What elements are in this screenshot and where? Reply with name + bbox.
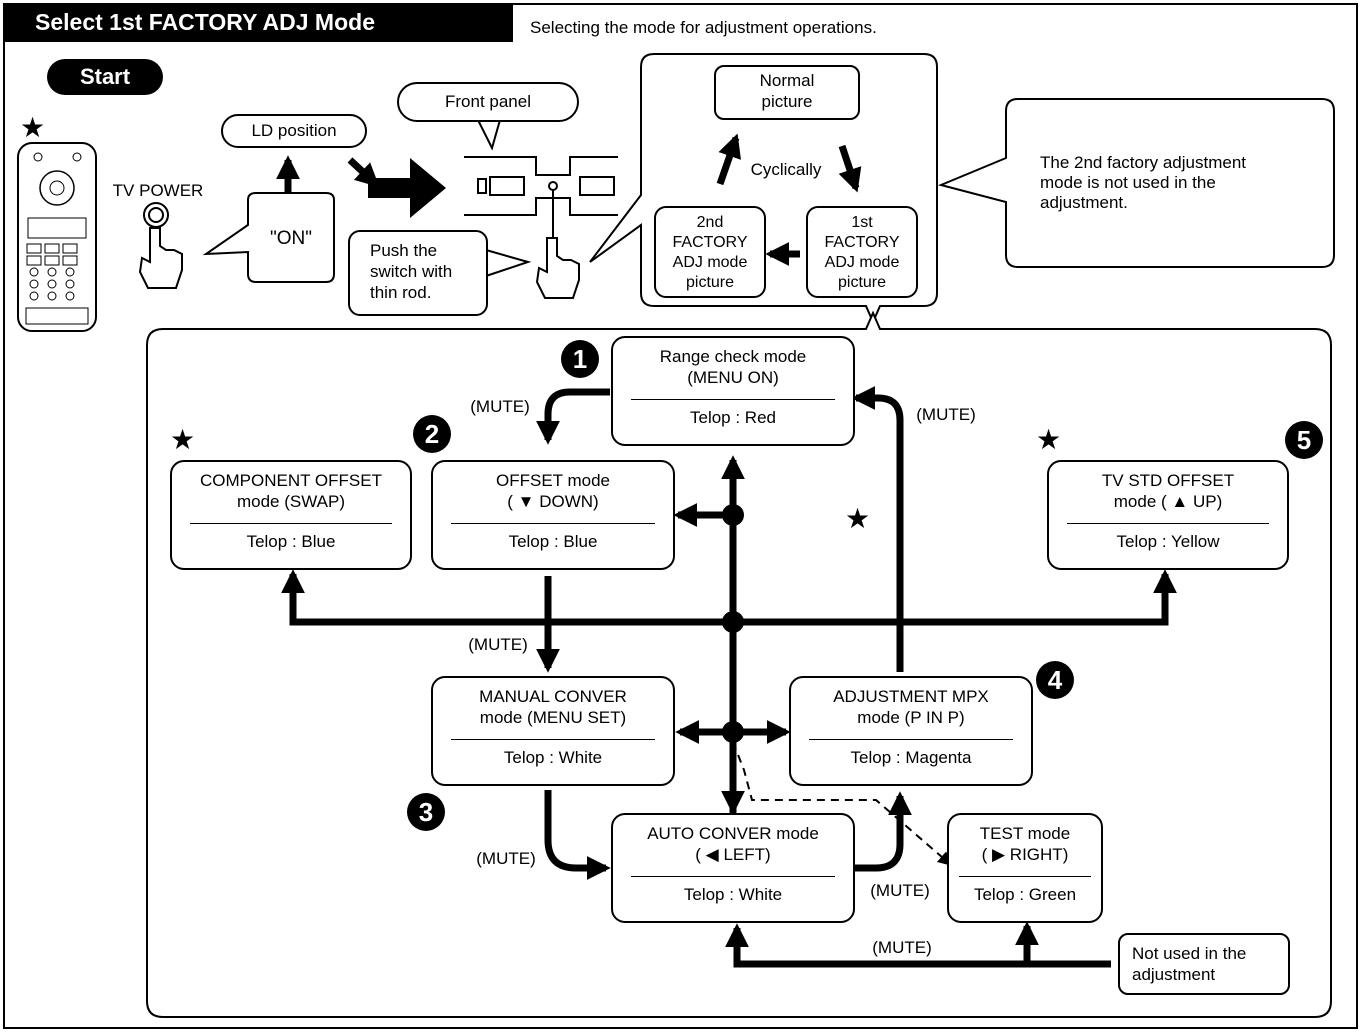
mode-name: TV STD OFFSET xyxy=(1101,471,1235,490)
divider xyxy=(809,739,1013,740)
star-icon: ★ xyxy=(1036,424,1062,455)
test-mode-box: TEST mode ( ▶ RIGHT) Telop : Green xyxy=(947,813,1103,923)
remote-control-icon xyxy=(17,142,97,332)
factory-1st-line: FACTORY xyxy=(824,234,900,251)
telop-label: Telop : Magenta xyxy=(850,748,972,767)
start-badge: Start xyxy=(47,59,163,95)
ld-position-label-box: LD position xyxy=(221,114,367,148)
telop-label: Telop : Yellow xyxy=(1116,532,1220,551)
on-label: "ON" xyxy=(270,228,312,249)
factory-1st-line: 1st xyxy=(851,214,873,231)
step-number-5: 5 xyxy=(1285,421,1323,459)
mode-key: ( ▼ DOWN) xyxy=(507,492,599,511)
diagram-frame xyxy=(3,3,1358,1029)
tv-power-label: TV POWER xyxy=(112,181,204,200)
not-used-note: Not used in the adjustment xyxy=(1118,933,1290,995)
normal-picture-line: Normal xyxy=(759,71,815,90)
mode-key: mode (P IN P) xyxy=(857,708,965,727)
normal-picture-line: picture xyxy=(761,92,813,111)
mode-name: AUTO CONVER mode xyxy=(647,824,819,843)
step-number-3: 3 xyxy=(407,793,445,831)
front-panel-diagram xyxy=(464,156,618,238)
mode-key: mode (SWAP) xyxy=(236,492,345,511)
tv-std-offset-mode-box: TV STD OFFSET mode ( ▲ UP) Telop : Yello… xyxy=(1047,460,1289,570)
mode-key: ( ▶ RIGHT) xyxy=(981,845,1069,864)
note-2nd-factory: The 2nd factory adjustment mode is not u… xyxy=(1040,153,1320,213)
page-subtitle: Selecting the mode for adjustment operat… xyxy=(530,18,877,37)
mute-label: (MUTE) xyxy=(916,405,976,424)
page-title: Select 1st FACTORY ADJ Mode xyxy=(3,3,513,42)
mode-name: TEST mode xyxy=(979,824,1071,843)
divider xyxy=(451,523,655,524)
factory-2nd-line: picture xyxy=(685,274,735,291)
mode-key: mode (MENU SET) xyxy=(479,708,627,727)
normal-picture-box: Normal picture xyxy=(714,65,860,120)
push-switch-line: switch with xyxy=(370,262,453,281)
divider xyxy=(631,876,835,877)
telop-label: Telop : White xyxy=(683,885,783,904)
divider xyxy=(190,523,392,524)
step-number-1: 1 xyxy=(561,340,599,378)
front-panel-label-box: Front panel xyxy=(397,82,579,122)
adjustment-mpx-mode-box: ADJUSTMENT MPX mode (P IN P) Telop : Mag… xyxy=(789,676,1033,786)
telop-label: Telop : Blue xyxy=(508,532,598,551)
mute-label: (MUTE) xyxy=(870,881,930,900)
front-panel-label: Front panel xyxy=(445,92,531,111)
note-line: adjustment. xyxy=(1040,193,1128,212)
mode-name: COMPONENT OFFSET xyxy=(200,471,382,490)
divider xyxy=(1067,523,1269,524)
telop-label: Telop : Red xyxy=(690,408,776,427)
divider xyxy=(451,739,655,740)
ld-position-label: LD position xyxy=(251,121,337,140)
hand-icon xyxy=(138,227,183,289)
auto-conver-mode-box: AUTO CONVER mode ( ◀ LEFT) Telop : White xyxy=(611,813,855,923)
mode-key: (MENU ON) xyxy=(687,368,779,387)
factory-1st-line: ADJ mode xyxy=(824,254,900,271)
mode-name: OFFSET mode xyxy=(496,471,610,490)
step-number-2: 2 xyxy=(413,415,451,453)
factory-1st-line: picture xyxy=(837,274,887,291)
mode-name: MANUAL CONVER xyxy=(479,687,627,706)
note-bubble-shape xyxy=(937,98,1335,268)
factory-2nd-line: 2nd xyxy=(696,214,724,231)
power-button-icon xyxy=(143,202,169,228)
mute-label: (MUTE) xyxy=(470,397,530,416)
factory-2nd-line: FACTORY xyxy=(672,234,748,251)
cyclically-label: Cyclically xyxy=(750,160,822,179)
telop-label: Telop : White xyxy=(503,748,603,767)
divider xyxy=(959,876,1091,877)
note-line: mode is not used in the xyxy=(1040,173,1216,192)
offset-mode-box: OFFSET mode ( ▼ DOWN) Telop : Blue xyxy=(431,460,675,570)
star-icon: ★ xyxy=(170,424,196,455)
telop-label: Telop : Green xyxy=(973,885,1077,904)
mute-label: (MUTE) xyxy=(476,849,536,868)
factory-2nd-box: 2nd FACTORY ADJ mode picture xyxy=(654,206,766,298)
star-icon: ★ xyxy=(845,503,871,534)
mode-name: ADJUSTMENT MPX xyxy=(833,687,989,706)
push-switch-line: Push the xyxy=(370,241,438,260)
telop-label: Telop : Blue xyxy=(246,532,336,551)
mode-name: Range check mode xyxy=(659,347,807,366)
mute-label: (MUTE) xyxy=(872,938,932,957)
mode-key: mode ( ▲ UP) xyxy=(1113,492,1223,511)
step-number-4: 4 xyxy=(1036,661,1074,699)
not-used-line: adjustment xyxy=(1132,965,1216,984)
manual-conver-mode-box: MANUAL CONVER mode (MENU SET) Telop : Wh… xyxy=(431,676,675,786)
push-switch-line: thin rod. xyxy=(370,283,432,302)
factory-2nd-line: ADJ mode xyxy=(672,254,748,271)
push-hand-icon xyxy=(535,237,580,299)
mute-label: (MUTE) xyxy=(468,635,528,654)
factory-1st-box: 1st FACTORY ADJ mode picture xyxy=(806,206,918,298)
not-used-line: Not used in the xyxy=(1132,944,1247,963)
range-check-mode-box: Range check mode (MENU ON) Telop : Red xyxy=(611,336,855,446)
component-offset-mode-box: COMPONENT OFFSET mode (SWAP) Telop : Blu… xyxy=(170,460,412,570)
divider xyxy=(631,399,835,400)
note-line: The 2nd factory adjustment xyxy=(1040,153,1247,172)
mode-key: ( ◀ LEFT) xyxy=(695,845,771,864)
push-switch-note: Push the switch with thin rod. xyxy=(348,230,488,316)
on-bubble-shape xyxy=(202,192,335,283)
star-icon: ★ xyxy=(20,112,46,143)
